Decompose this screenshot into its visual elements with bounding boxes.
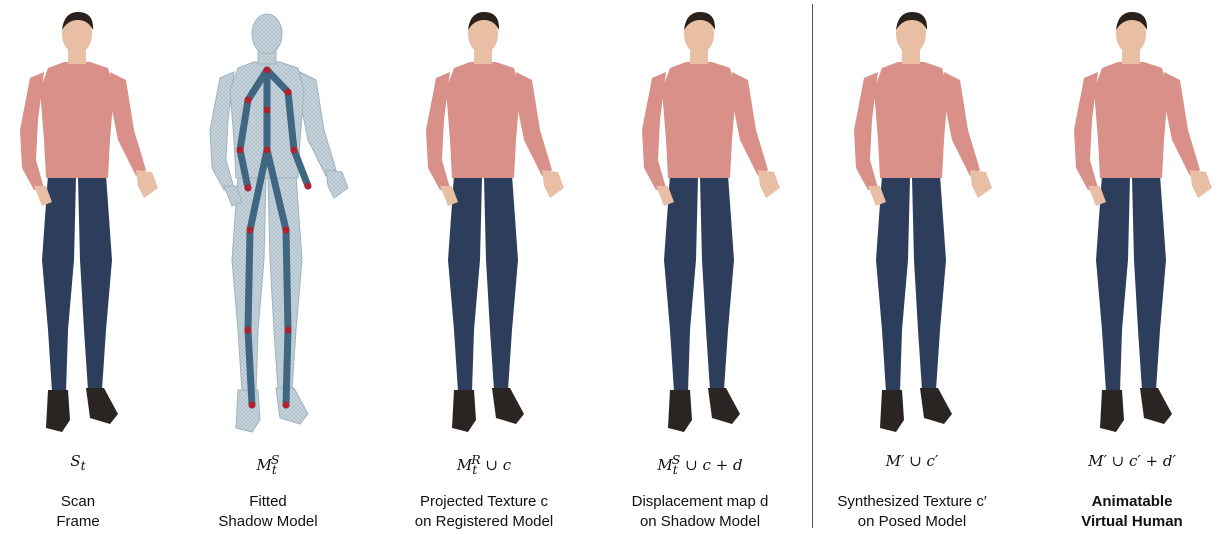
skeleton-joint <box>245 327 252 334</box>
caption-line: on Posed Model <box>812 512 1012 532</box>
right-hand <box>970 170 992 198</box>
right-arm <box>944 72 980 176</box>
panel-synthesized: M′ ∪ c′ Synthesized Texture c′on Posed Mo… <box>812 0 1012 534</box>
skeleton-bone <box>248 230 250 330</box>
panel-notation: M′ ∪ c′ + d′ <box>1032 452 1218 470</box>
skeleton-joint <box>291 147 298 154</box>
textured-human-figure <box>0 0 178 440</box>
right-leg <box>912 175 946 390</box>
caption-line: on Registered Model <box>384 512 584 532</box>
skeleton-joint <box>245 185 252 192</box>
section-divider <box>812 4 813 528</box>
skeleton-joint <box>283 227 290 234</box>
right-shoe <box>492 388 524 424</box>
caption-line: Shadow Model <box>168 512 368 532</box>
left-shoe <box>1100 390 1124 432</box>
skeleton-joint <box>247 227 254 234</box>
panel-caption: Synthesized Texture c′on Posed Model <box>812 492 1012 532</box>
left-shoe <box>668 390 692 432</box>
left-leg <box>876 175 910 392</box>
skeleton-bone <box>248 330 252 405</box>
caption-line: Animatable <box>1032 492 1218 512</box>
caption-line: Displacement map d <box>600 492 800 512</box>
panel-notation: MtS <box>168 452 368 477</box>
torso <box>446 62 520 178</box>
right-shoe <box>86 388 118 424</box>
left-shoe <box>452 390 476 432</box>
skeleton-joint <box>245 97 252 104</box>
right-shoe <box>276 388 308 424</box>
caption-line: Projected Texture c <box>384 492 584 512</box>
textured-human-figure <box>1032 0 1218 440</box>
skeleton-joint <box>264 147 271 154</box>
panel-notation: St <box>0 452 178 473</box>
left-shoe <box>880 390 904 432</box>
right-arm <box>300 72 336 176</box>
skeleton-joint <box>264 107 271 114</box>
left-leg <box>448 175 482 392</box>
skeleton-joint <box>283 402 290 409</box>
right-leg <box>1132 175 1166 390</box>
caption-line: Scan <box>0 492 178 512</box>
torso <box>1094 62 1168 178</box>
right-hand <box>326 170 348 198</box>
right-leg <box>484 175 518 390</box>
head <box>252 14 282 54</box>
right-hand <box>758 170 780 198</box>
textured-human-figure <box>600 0 800 440</box>
textured-human-figure <box>812 0 1012 440</box>
right-arm <box>732 72 768 176</box>
right-leg <box>78 175 112 390</box>
caption-line: Virtual Human <box>1032 512 1218 532</box>
caption-line: Synthesized Texture c′ <box>812 492 1012 512</box>
right-hand <box>136 170 158 198</box>
right-arm <box>110 72 146 176</box>
skeleton-bone <box>286 230 288 330</box>
skeleton-joint <box>264 67 271 74</box>
textured-human-figure <box>384 0 584 440</box>
caption-line: on Shadow Model <box>600 512 800 532</box>
left-leg <box>1096 175 1130 392</box>
caption-line: Frame <box>0 512 178 532</box>
left-leg <box>42 175 76 392</box>
right-shoe <box>708 388 740 424</box>
torso <box>874 62 948 178</box>
torso <box>662 62 736 178</box>
right-arm <box>1164 72 1200 176</box>
skeleton-joint <box>305 183 312 190</box>
skeleton-joint <box>249 402 256 409</box>
right-leg <box>700 175 734 390</box>
panel-notation: MtS ∪ c + d <box>600 452 800 477</box>
panel-notation: MtR ∪ c <box>384 452 584 477</box>
right-hand <box>1190 170 1212 198</box>
panel-caption: ScanFrame <box>0 492 178 532</box>
skeleton-joint <box>285 327 292 334</box>
panel-notation: M′ ∪ c′ <box>812 452 1012 470</box>
left-shoe <box>46 390 70 432</box>
right-hand <box>542 170 564 198</box>
skeleton-bone <box>286 330 288 405</box>
shadow-mesh-figure <box>168 0 368 440</box>
left-leg <box>664 175 698 392</box>
caption-line: Fitted <box>168 492 368 512</box>
right-shoe <box>1140 388 1172 424</box>
right-arm <box>516 72 552 176</box>
skeleton-joint <box>237 147 244 154</box>
skeleton-joint <box>285 89 292 96</box>
right-shoe <box>920 388 952 424</box>
left-shoe <box>236 390 260 432</box>
torso <box>40 62 114 178</box>
